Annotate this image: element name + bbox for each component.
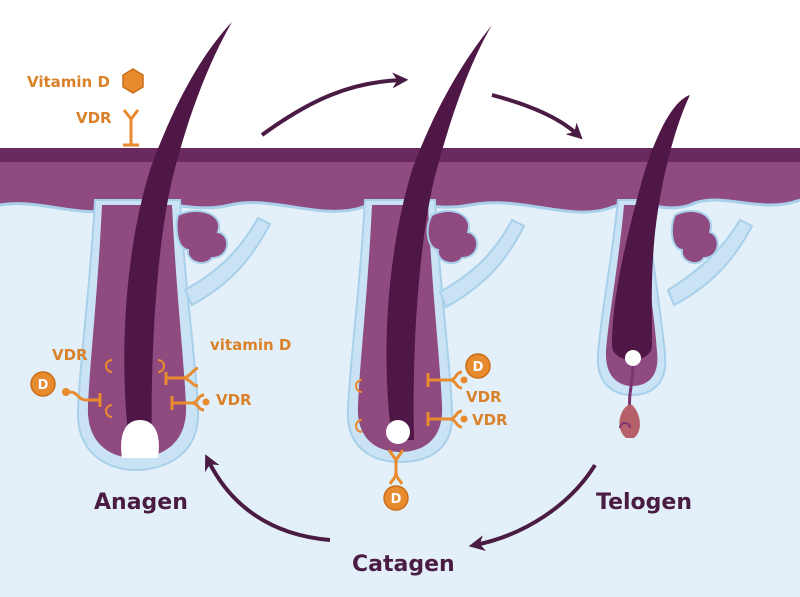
vdr-label: VDR — [76, 109, 112, 127]
cycle-arrow-icon — [260, 72, 409, 137]
svg-text:D: D — [38, 378, 49, 393]
telogen-follicle — [596, 95, 754, 438]
cycle-arrow-icon — [491, 93, 583, 140]
receptor-icon — [426, 370, 468, 390]
detached-papilla-icon — [619, 405, 640, 438]
hexagon-icon — [122, 68, 144, 94]
receptor-icon — [170, 393, 210, 412]
receptor-icon — [62, 388, 102, 407]
svg-text:D: D — [391, 492, 402, 507]
cycle-arrow-icon — [205, 454, 331, 542]
receptor-icon — [387, 449, 405, 485]
receptor-icon — [426, 409, 468, 429]
phase-label-catagen: Catagen — [352, 552, 455, 577]
skin-surface — [0, 148, 800, 162]
vitamin-d-anagen-label: vitamin D — [210, 336, 291, 354]
cycle-arrow-icon — [468, 463, 597, 551]
catagen-follicle — [346, 25, 526, 464]
receptor-icon — [164, 366, 199, 388]
epidermis-layer — [0, 150, 800, 213]
svg-text:D: D — [473, 360, 484, 375]
vdr-catagen-label-1: VDR — [466, 388, 502, 406]
vitamin-d-badge-icon: D — [30, 371, 56, 397]
anagen-follicle — [76, 22, 272, 472]
vdr-anagen-label: VDR — [52, 346, 88, 364]
vitamin-d-badge-icon: D — [383, 485, 409, 511]
receptor-icon — [122, 109, 140, 147]
phase-label-anagen: Anagen — [94, 490, 188, 515]
vdr-catagen-label-2: VDR — [472, 411, 508, 429]
vitamin-d-label: Vitamin D — [27, 73, 110, 91]
vdr-anagen-right-label: VDR — [216, 391, 252, 409]
vitamin-d-badge-icon: D — [465, 353, 491, 379]
phase-label-telogen: Telogen — [596, 490, 692, 515]
